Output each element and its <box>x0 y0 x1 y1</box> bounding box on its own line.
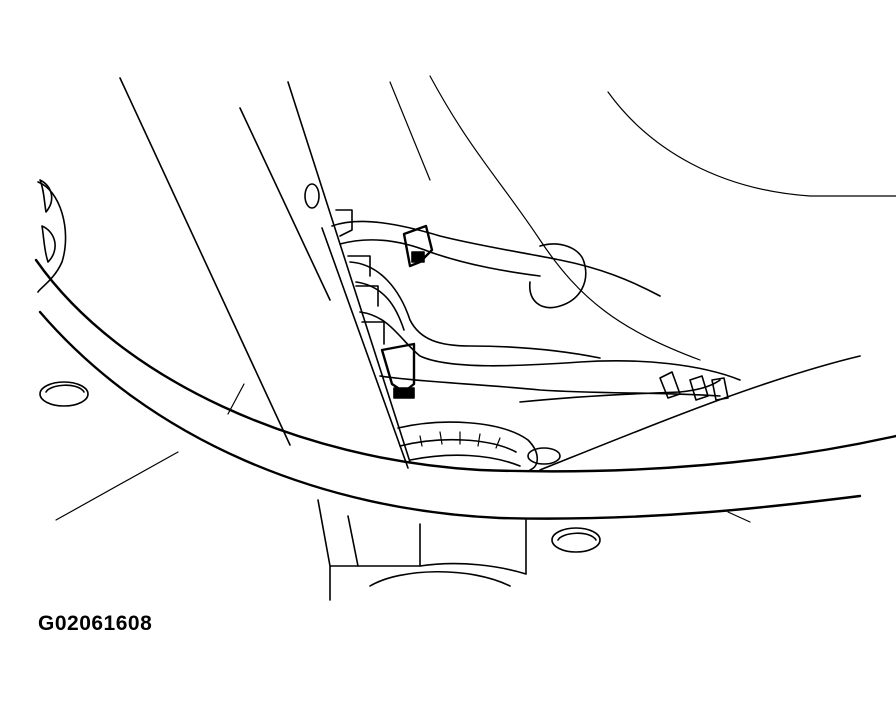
crossmember-right-edge <box>287 81 411 463</box>
brake-line-loop[interactable] <box>529 243 587 309</box>
crossmember-band-edge <box>321 227 409 469</box>
lower-round-part <box>369 570 511 587</box>
fitting-right-a <box>659 371 681 399</box>
line-clip-upper-tab <box>411 251 425 263</box>
brake-line-lower[interactable] <box>359 311 741 381</box>
lower-bracket-mid <box>329 515 359 601</box>
lower-leader-line <box>55 451 179 521</box>
lower-bracket-left <box>317 499 421 567</box>
bolt-right-head <box>557 532 597 541</box>
bolt-left <box>39 381 89 407</box>
frame-rail-lower-edge[interactable] <box>38 310 862 520</box>
bolt-left-head <box>45 384 85 393</box>
frame-line-b <box>429 75 701 361</box>
pulley-inner <box>399 439 517 453</box>
crossmember-inner-edge <box>239 107 331 301</box>
line-clip-lower[interactable] <box>380 342 416 394</box>
fitting-right-c <box>711 377 729 401</box>
line-entry-block <box>335 209 385 345</box>
brake-line-middle-b[interactable] <box>355 281 405 331</box>
left-housing-outline <box>37 181 67 293</box>
rail-notch <box>227 383 245 415</box>
frame-line-a <box>389 81 431 181</box>
bolt-center <box>527 447 561 465</box>
frame-rail-right-upper <box>539 355 861 471</box>
pulley-teeth <box>419 431 501 449</box>
lower-body <box>419 519 527 575</box>
line-clip-upper[interactable] <box>402 224 434 268</box>
lower-right-line <box>727 511 751 523</box>
housing-arc <box>607 91 896 197</box>
crossmember-left-edge <box>119 77 291 446</box>
pulley-outer <box>397 421 539 471</box>
frame-rail-upper-edge[interactable] <box>34 258 896 473</box>
bolt-upper <box>304 183 320 209</box>
slot-cutout-lower <box>41 225 56 263</box>
figure-code-label: G02061608 <box>38 612 153 635</box>
brake-line-middle[interactable] <box>349 261 601 359</box>
brake-line-end[interactable] <box>519 379 721 403</box>
line-clip-lower-tab <box>393 387 415 399</box>
brake-line-upper[interactable] <box>331 220 661 297</box>
slot-cutout-upper <box>39 179 53 213</box>
fitting-right-b <box>689 375 709 401</box>
bolt-right <box>551 527 601 553</box>
pulley-rim <box>409 454 521 467</box>
